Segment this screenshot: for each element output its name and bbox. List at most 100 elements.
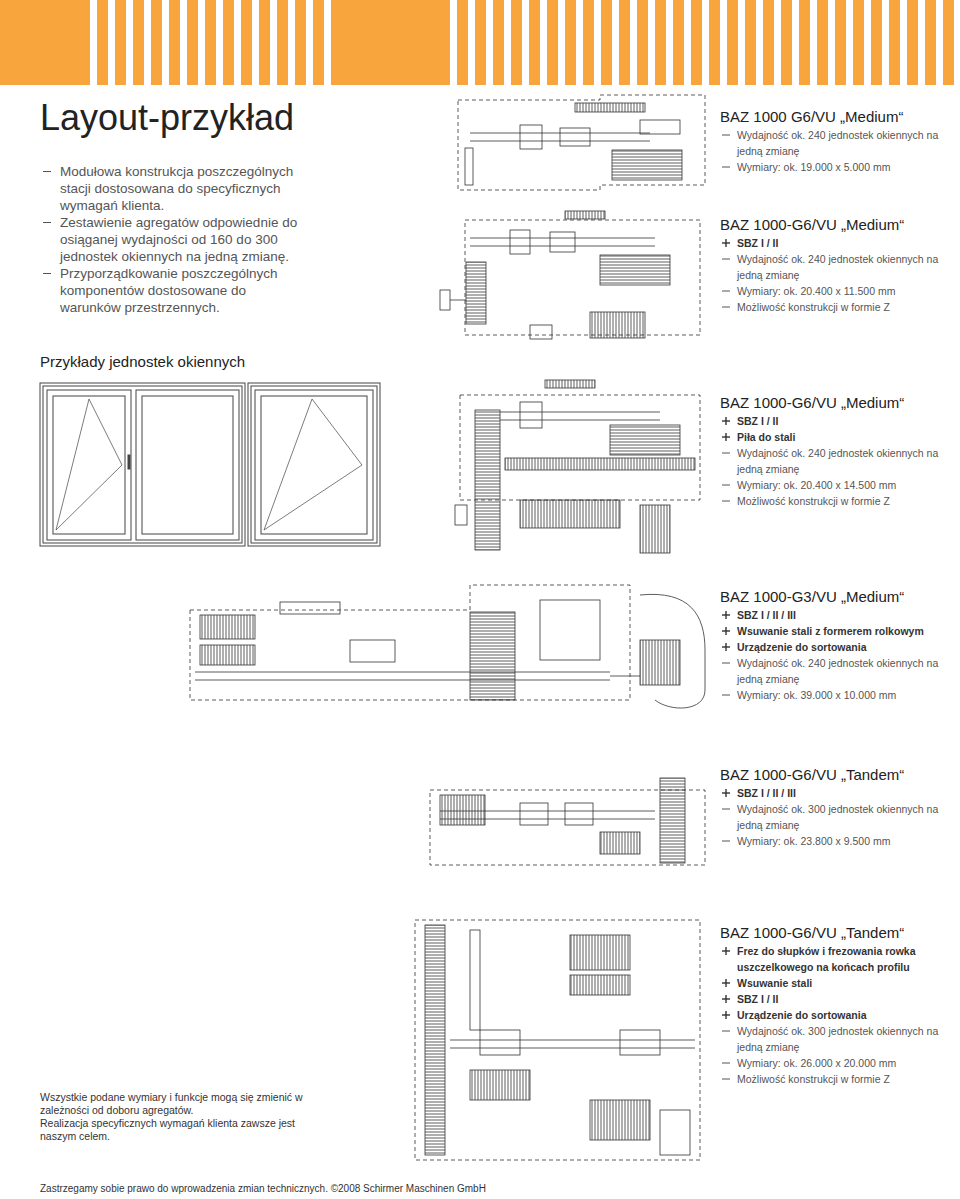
spec-item: Wydajność ok. 240 jednostek okiennych na… bbox=[737, 655, 955, 687]
section-heading: BAZ 1000-G6/VU „Medium“ bbox=[720, 393, 956, 413]
plus-bullet bbox=[725, 979, 726, 987]
buffer bbox=[470, 1070, 530, 1100]
dash-bullet bbox=[722, 453, 730, 454]
magazine bbox=[200, 645, 255, 665]
spec-item: Wymiary: ok. 19.000 x 5.000 mm bbox=[737, 159, 955, 175]
magazine bbox=[575, 103, 645, 112]
dash-bullet bbox=[722, 485, 730, 486]
transfer bbox=[466, 262, 486, 324]
window-frame bbox=[248, 383, 380, 546]
window-illustration bbox=[40, 383, 380, 546]
option-item: SBZ I / II bbox=[737, 413, 955, 429]
conveyor bbox=[440, 819, 655, 820]
machine bbox=[520, 803, 548, 825]
spec-item: Wydajność ok. 240 jednostek okiennych na… bbox=[737, 127, 955, 159]
machine bbox=[520, 402, 542, 428]
machine bbox=[560, 128, 590, 146]
machine bbox=[480, 1030, 520, 1055]
opening-symbol bbox=[56, 399, 122, 530]
spec-item: Wymiary: ok. 39.000 x 10.000 mm bbox=[737, 687, 955, 703]
option-item: SBZ I / II bbox=[737, 991, 955, 1007]
spec-item: Wydajność ok. 240 jednostek okiennych na… bbox=[737, 445, 955, 477]
machine bbox=[280, 602, 340, 614]
machine-layout bbox=[430, 778, 705, 865]
window-glass bbox=[53, 396, 125, 534]
option-item: SBZ I / II / III bbox=[737, 607, 955, 623]
conveyor bbox=[500, 412, 660, 413]
conveyor bbox=[195, 672, 610, 673]
dash-bullet bbox=[722, 307, 730, 308]
magazine bbox=[570, 975, 630, 995]
dash-bullet bbox=[43, 171, 51, 172]
plus-bullet bbox=[725, 789, 726, 797]
section-heading: BAZ 1000-G6/VU „Tandem“ bbox=[720, 765, 956, 785]
dash-bullet bbox=[722, 1063, 730, 1064]
transfer bbox=[425, 925, 445, 1155]
machine-layout bbox=[440, 211, 700, 339]
note-text: Zastrzegamy sobie prawo do wprowadzenia … bbox=[40, 1182, 660, 1195]
plus-bullet bbox=[725, 1011, 726, 1019]
buffer bbox=[612, 150, 682, 180]
dash-bullet bbox=[722, 663, 730, 664]
plus-bullet bbox=[725, 239, 726, 247]
machine bbox=[530, 325, 552, 339]
machine bbox=[565, 803, 593, 825]
machine-layout bbox=[415, 920, 700, 1160]
spec-item: Wydajność ok. 300 jednostek okiennych na… bbox=[737, 801, 955, 833]
note-text: Realizacja specyficznych wymagań klienta… bbox=[40, 1117, 325, 1143]
machine bbox=[620, 1030, 660, 1055]
plus-bullet bbox=[725, 417, 726, 425]
spec-item: Wymiary: ok. 20.400 x 11.500 mm bbox=[737, 283, 955, 299]
floor-outline bbox=[458, 95, 705, 190]
conveyor bbox=[450, 1048, 695, 1049]
dash-bullet bbox=[722, 135, 730, 136]
transfer bbox=[475, 410, 500, 550]
sorting-unit bbox=[590, 1100, 650, 1140]
connection bbox=[610, 676, 640, 677]
plus-bullet bbox=[725, 643, 726, 651]
header-band bbox=[0, 0, 960, 85]
section-heading: Przykłady jednostek okiennych bbox=[40, 352, 360, 372]
magazine bbox=[570, 935, 630, 970]
dash-bullet bbox=[722, 259, 730, 260]
magazine bbox=[545, 380, 595, 388]
dash-bullet bbox=[722, 501, 730, 502]
dash-bullet bbox=[722, 695, 730, 696]
spec-item: Wydajność ok. 240 jednostek okiennych na… bbox=[737, 251, 955, 283]
machine bbox=[520, 125, 542, 149]
dash-bullet bbox=[722, 1031, 730, 1032]
window-frame bbox=[40, 383, 245, 546]
spec-item: Modułowa konstrukcja poszczególnych stac… bbox=[60, 163, 310, 214]
roll-former-track bbox=[640, 594, 705, 708]
window-frame bbox=[43, 386, 242, 543]
machine-layout bbox=[455, 380, 700, 553]
spec-item: Zestawienie agregatów odpowiednie do osi… bbox=[60, 214, 310, 265]
machine bbox=[470, 930, 480, 1030]
spec-item: Możliwość konstrukcji w formie Z bbox=[737, 299, 955, 315]
machine bbox=[660, 1110, 690, 1155]
window-sash bbox=[47, 390, 131, 540]
connection bbox=[450, 300, 466, 301]
header-stripes bbox=[440, 0, 960, 85]
window-handle bbox=[128, 455, 130, 469]
buffer bbox=[590, 312, 645, 338]
buffer bbox=[600, 832, 640, 854]
machine-layout bbox=[190, 585, 705, 708]
plus-bullet bbox=[725, 995, 726, 1003]
window-glass bbox=[261, 396, 367, 534]
magazine bbox=[440, 795, 485, 825]
floor-outline bbox=[415, 920, 700, 1160]
plus-bullet bbox=[725, 433, 726, 441]
section-heading: BAZ 1000-G6/VU „Medium“ bbox=[720, 215, 956, 235]
dash-bullet bbox=[722, 841, 730, 842]
conveyor bbox=[195, 680, 610, 681]
spec-item: Wymiary: ok. 26.000 x 20.000 mm bbox=[737, 1055, 955, 1071]
magazine bbox=[200, 615, 255, 639]
machine-layout bbox=[458, 95, 705, 190]
dash-bullet bbox=[43, 273, 51, 274]
plus-bullet bbox=[725, 611, 726, 619]
conveyor bbox=[440, 811, 655, 812]
window-fixed-pane bbox=[136, 390, 239, 540]
dash-bullet bbox=[43, 222, 51, 223]
